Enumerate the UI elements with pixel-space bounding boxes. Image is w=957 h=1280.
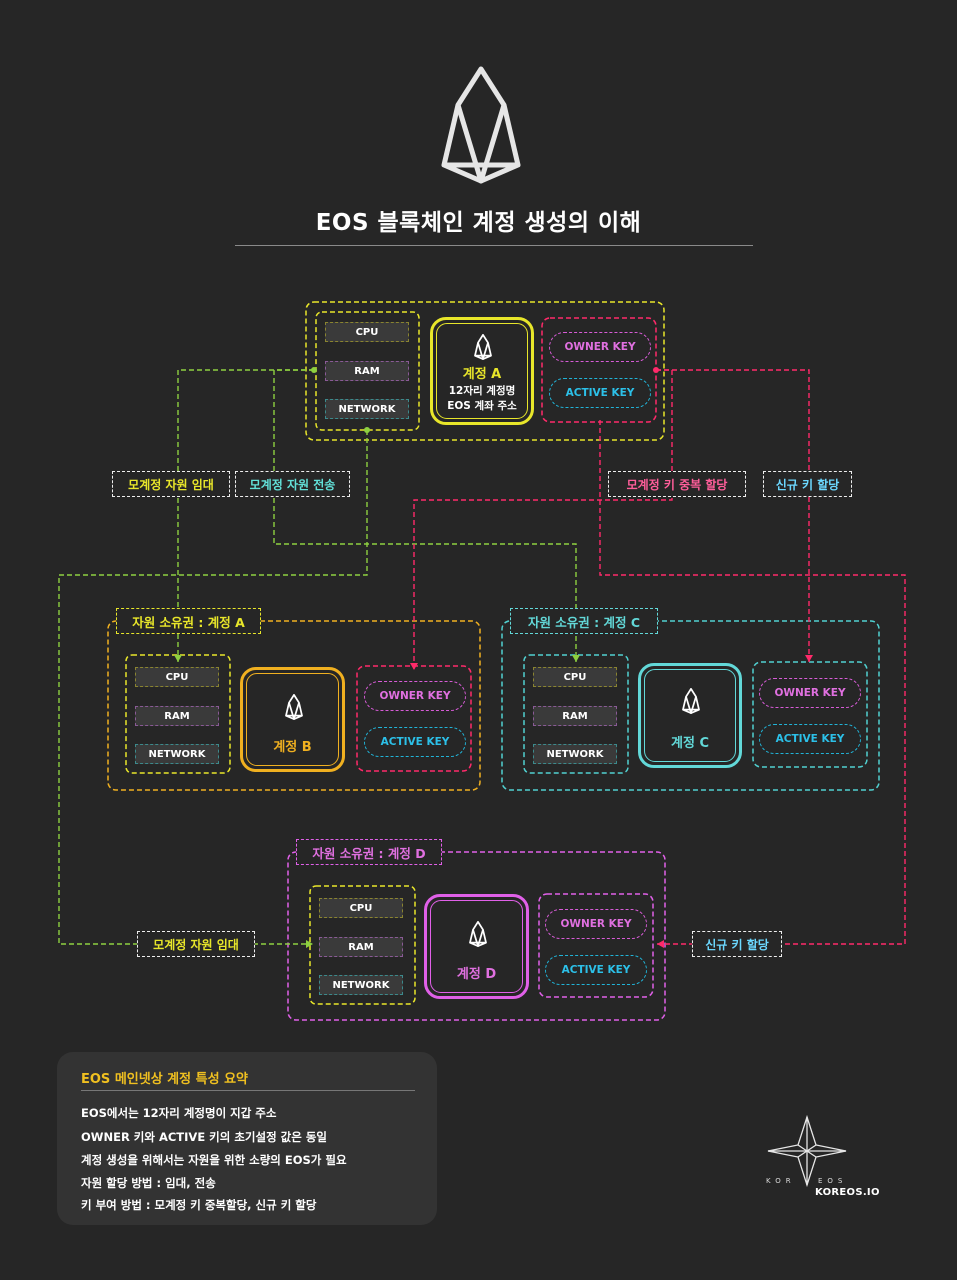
eos-logo-icon — [441, 66, 521, 184]
account-c-ram: RAM — [533, 706, 617, 726]
flow-label-new-key-d: 신규 키 할당 — [692, 931, 782, 957]
eos-mini-icon — [285, 694, 303, 720]
flow-label-dup-key: 모계정 키 중복 할당 — [608, 471, 746, 497]
ownership-header-a: 자원 소유권 : 계정 A — [116, 608, 261, 634]
summary-item: 키 부여 방법 : 모계정 키 중복할당, 신규 키 할당 — [81, 1198, 317, 1212]
account-a-name: 계정 A — [462, 367, 502, 382]
brand-eos: EOS — [818, 1177, 848, 1185]
brand-kor: KOR — [766, 1177, 796, 1185]
account-d-name: 계정 D — [456, 967, 497, 982]
account-d-network: NETWORK — [319, 975, 403, 995]
account-c-owner-key: OWNER KEY — [759, 678, 861, 708]
summary-item: EOS에서는 12자리 계정명이 지갑 주소 — [81, 1106, 277, 1120]
account-b-network: NETWORK — [135, 744, 219, 764]
account-a-ram: RAM — [325, 361, 409, 381]
flow-label-transfer: 모계정 자원 전송 — [235, 471, 350, 497]
summary-divider — [81, 1090, 415, 1091]
account-b-card: 계정 B — [240, 667, 345, 772]
summary-item: OWNER 키와 ACTIVE 키의 초기설정 값은 동일 — [81, 1130, 327, 1144]
account-a-line2: EOS 계좌 주소 — [447, 400, 517, 412]
eos-mini-icon — [469, 921, 487, 947]
account-a-cpu: CPU — [325, 322, 409, 342]
page-title: EOS 블록체인 계정 생성의 이해 — [315, 210, 642, 236]
account-c-cpu: CPU — [533, 667, 617, 687]
summary-title: EOS 메인넷상 계정 특성 요약 — [81, 1072, 248, 1087]
account-b-cpu: CPU — [135, 667, 219, 687]
account-b-active-key: ACTIVE KEY — [364, 727, 466, 757]
account-b-ram: RAM — [135, 706, 219, 726]
account-c-network: NETWORK — [533, 744, 617, 764]
summary-item: 자원 할당 방법 : 임대, 전송 — [81, 1176, 216, 1190]
flow-label-new-key: 신규 키 할당 — [763, 471, 852, 497]
account-a-active-key: ACTIVE KEY — [549, 378, 651, 408]
flow-label-lease: 모계정 자원 임대 — [112, 471, 230, 497]
eos-mini-icon — [682, 688, 700, 714]
account-c-active-key: ACTIVE KEY — [759, 724, 861, 754]
account-a-owner-key: OWNER KEY — [549, 332, 651, 362]
eos-mini-icon — [474, 334, 492, 360]
account-b-name: 계정 B — [273, 740, 312, 755]
account-d-ram: RAM — [319, 937, 403, 957]
account-c-name: 계정 C — [671, 736, 709, 751]
account-d-owner-key: OWNER KEY — [545, 909, 647, 939]
account-a-card: 계정 A 12자리 계정명 EOS 계좌 주소 — [430, 317, 534, 425]
flow-label-lease-d: 모계정 자원 임대 — [137, 931, 255, 957]
account-c-card: 계정 C — [638, 663, 742, 768]
summary-item: 계정 생성을 위해서는 자원을 위한 소량의 EOS가 필요 — [81, 1153, 347, 1167]
account-d-active-key: ACTIVE KEY — [545, 955, 647, 985]
account-b-owner-key: OWNER KEY — [364, 681, 466, 711]
koreos-star-icon — [767, 1115, 847, 1187]
account-d-cpu: CPU — [319, 898, 403, 918]
title-divider — [235, 245, 753, 246]
ownership-header-d: 자원 소유권 : 계정 D — [296, 839, 442, 865]
summary-panel: EOS 메인넷상 계정 특성 요약 EOS에서는 12자리 계정명이 지갑 주소… — [57, 1052, 437, 1225]
account-a-line1: 12자리 계정명 — [448, 385, 516, 397]
account-d-card: 계정 D — [424, 894, 529, 999]
ownership-header-c: 자원 소유권 : 계정 C — [510, 608, 658, 634]
brand-site: KOREOS.IO — [815, 1187, 880, 1198]
account-a-network: NETWORK — [325, 399, 409, 419]
